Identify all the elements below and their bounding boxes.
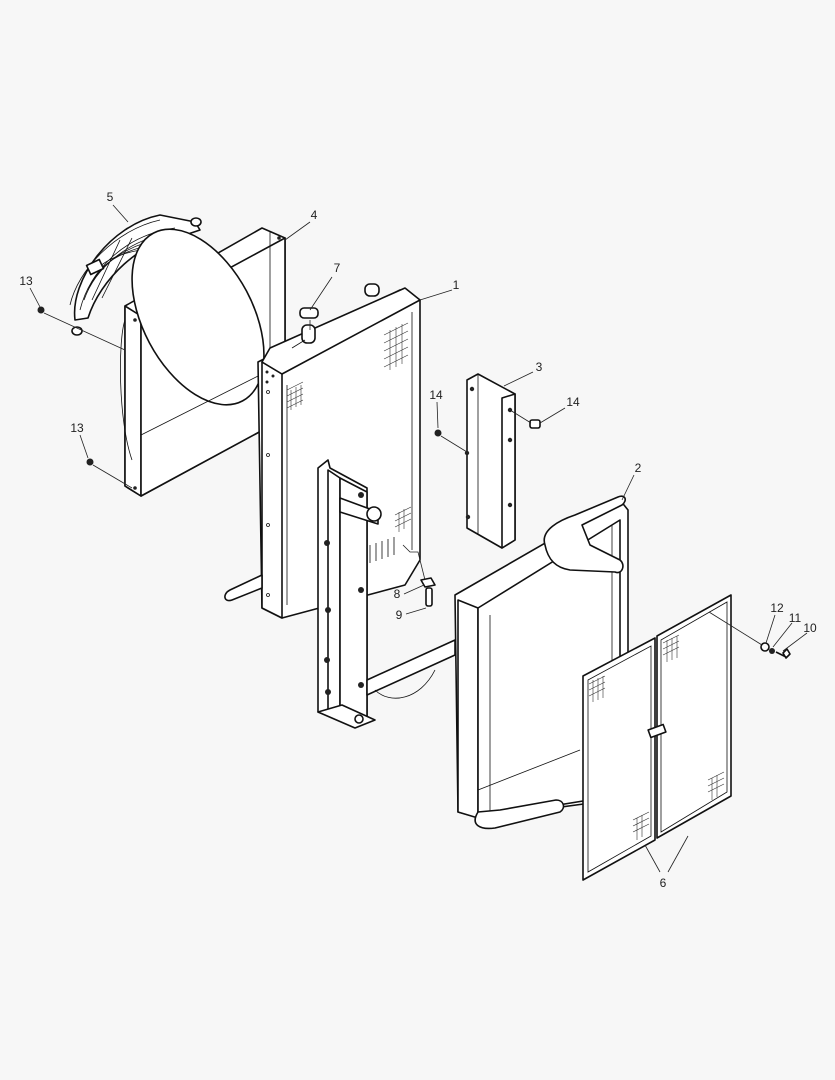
- callout-11: 11: [788, 611, 802, 625]
- callout-13-lower: 13: [70, 421, 84, 435]
- rear-bracket-part-3: [464, 373, 516, 549]
- callout-6: 6: [659, 876, 667, 890]
- callout-4: 4: [310, 208, 318, 222]
- callout-14-right: 14: [566, 395, 580, 409]
- callout-2: 2: [634, 461, 642, 475]
- hardware-parts: [37, 306, 791, 659]
- callout-5: 5: [106, 190, 114, 204]
- callout-14-left: 14: [429, 388, 443, 402]
- callout-3: 3: [535, 360, 543, 374]
- callout-7: 7: [333, 261, 341, 275]
- callout-9: 9: [395, 608, 403, 622]
- leader-lines: [29, 204, 808, 873]
- callout-13-upper: 13: [19, 274, 33, 288]
- callout-10: 10: [803, 621, 817, 635]
- callout-1: 1: [452, 278, 460, 292]
- front-support-bracket: [317, 459, 456, 729]
- callout-12: 12: [770, 601, 784, 615]
- radiator-part-1: [224, 283, 421, 619]
- callout-8: 8: [393, 587, 401, 601]
- fan-shroud-part-4: [120, 227, 286, 497]
- screens-part-6: [582, 594, 732, 881]
